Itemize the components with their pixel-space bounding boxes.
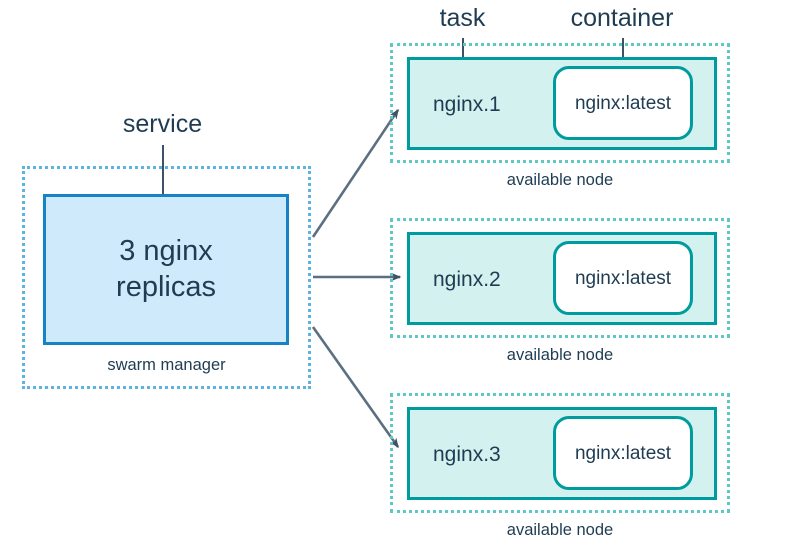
service-box: 3 nginx replicas [43,194,289,345]
available-node-3 [390,393,730,513]
container-box-2: nginx:latest [553,241,693,315]
callout-service-label: service [122,110,203,138]
container-label-3: nginx:latest [574,442,672,464]
swarm-manager-node [22,166,311,389]
callout-container-label: container [570,4,674,32]
task-label-1: nginx.1 [433,93,501,116]
available-node-2 [390,218,730,338]
callout-task-label: task [439,4,486,32]
container-label-2: nginx:latest [574,267,672,289]
container-box-1: nginx:latest [553,66,693,140]
callout-service-leader-line [162,145,164,233]
arrow-to-node-1 [311,108,400,238]
service-box-text-line1: 3 nginx [119,235,213,268]
task-box-1: nginx.1 nginx:latest [407,57,717,150]
available-node-3-caption: available node [506,521,614,539]
container-label-1: nginx:latest [574,92,672,114]
available-node-2-caption: available node [506,346,614,364]
arrow-to-node-3 [311,326,400,449]
task-box-2: nginx.2 nginx:latest [407,232,717,325]
service-box-text-line2: replicas [116,270,216,303]
task-box-3: nginx.3 nginx:latest [407,407,717,500]
container-box-3: nginx:latest [553,416,693,490]
swarm-manager-caption: swarm manager [107,356,226,374]
task-label-3: nginx.3 [433,443,501,466]
available-node-1-caption: available node [506,171,614,189]
service-box-text: 3 nginx replicas [46,234,286,305]
task-label-2: nginx.2 [433,268,501,291]
available-node-1 [390,43,730,163]
